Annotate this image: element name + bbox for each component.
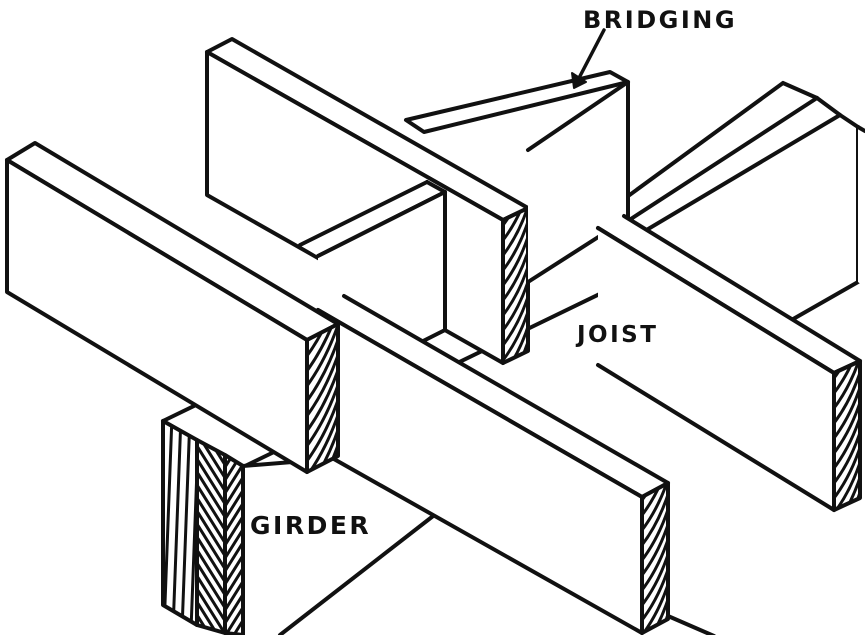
- joist-far-right-sliver: [856, 125, 865, 287]
- joist-front-side-face: [316, 308, 644, 635]
- girder-bottom-arris: [666, 614, 716, 635]
- girder-end-ply-3: [223, 453, 245, 635]
- bridging-far-right-top-edge-2: [615, 96, 842, 230]
- bridging-arrowhead: [571, 72, 587, 89]
- bridging-arrow-line: [577, 28, 606, 80]
- label-girder: GIRDER: [250, 511, 371, 540]
- joist-right-end-grain: [832, 359, 862, 512]
- board-faces-layer: [5, 37, 865, 635]
- bridging-far-right-top-edge-1: [607, 81, 819, 212]
- joist-front-end-grain: [640, 481, 670, 635]
- joist-back-end-grain: [501, 206, 530, 365]
- girder-end-ply-1: [161, 419, 199, 627]
- label-bridging: BRIDGING: [583, 6, 737, 34]
- label-joist: JOIST: [575, 322, 658, 348]
- annotation-layer: BRIDGING JOIST GIRDER: [250, 6, 737, 540]
